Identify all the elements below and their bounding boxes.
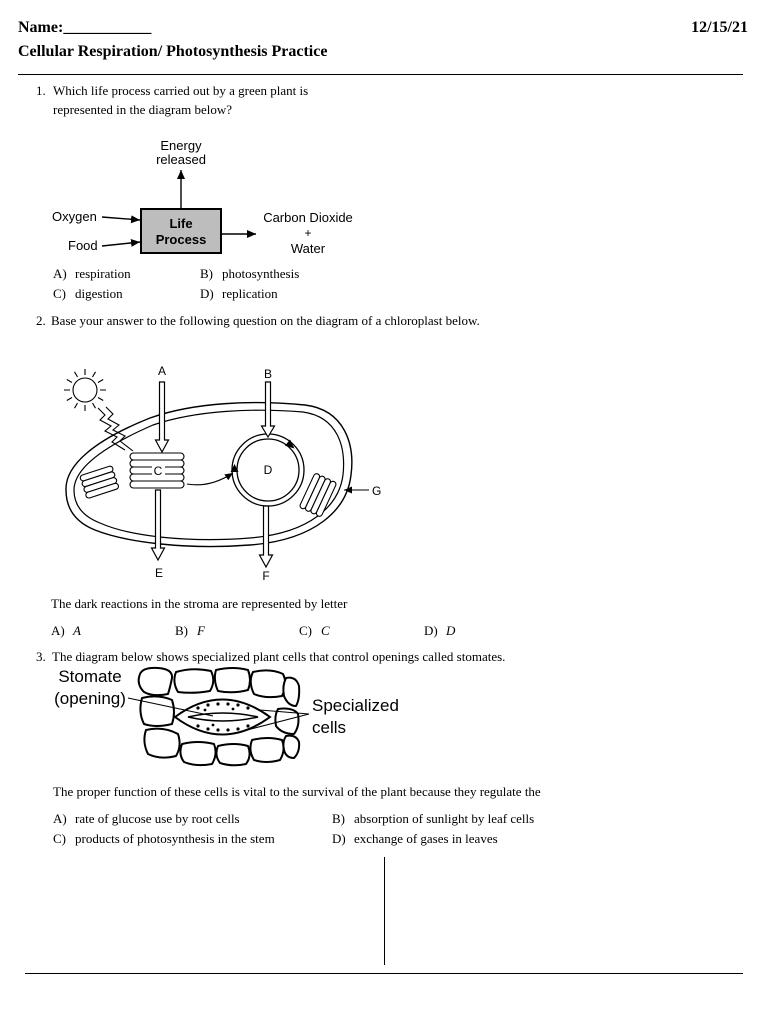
choice-letter: A) xyxy=(53,811,67,826)
choice-letter: C) xyxy=(299,623,312,638)
question-2-choice-b: B) F xyxy=(175,623,205,638)
granum-g xyxy=(299,473,337,517)
arrow-e xyxy=(150,489,166,562)
arrow-b xyxy=(260,381,276,439)
question-3-choice-b: B) absorption of sunlight by leaf cells xyxy=(332,811,534,826)
choice-text: D xyxy=(446,623,456,638)
question-2-number: 2. xyxy=(36,313,46,328)
label-d: D xyxy=(264,463,273,477)
choice-text: respiration xyxy=(75,266,131,281)
question-1-choice-c: C) digestion xyxy=(53,286,123,301)
cells-pointer-line xyxy=(259,709,310,715)
life-process-box xyxy=(140,208,222,254)
arrow-f xyxy=(258,505,274,569)
worksheet-date: 12/15/21 xyxy=(691,19,748,36)
choice-letter: D) xyxy=(332,831,346,846)
specialized-cells-label-line-2: cells xyxy=(312,718,346,737)
energy-label-line-1: Energy xyxy=(160,138,202,153)
cells-pointer-line xyxy=(246,713,310,731)
choice-letter: C) xyxy=(53,286,66,301)
choice-text: absorption of sunlight by leaf cells xyxy=(354,811,535,826)
column-divider xyxy=(384,857,385,965)
choice-text: digestion xyxy=(75,286,123,301)
chloroplast-inner-membrane xyxy=(73,409,345,541)
question-1-choice-b: B) photosynthesis xyxy=(200,266,299,281)
choice-text: C xyxy=(321,623,330,638)
label-c-background xyxy=(152,463,165,477)
question-1-number: 1. xyxy=(36,83,46,98)
choice-text: replication xyxy=(222,286,278,301)
label-a: A xyxy=(158,364,166,378)
cycle-circle-d xyxy=(230,433,305,507)
food-arrow xyxy=(101,238,141,247)
stomate-pore xyxy=(187,712,259,722)
oxygen-arrow xyxy=(101,215,141,224)
question-3-prompt: The diagram below shows specialized plan… xyxy=(52,649,506,664)
question-1-choice-d: D) replication xyxy=(200,286,278,301)
question-2-choice-c: C) C xyxy=(299,623,330,638)
life-process-diagram: Energy released Life Process Oxygen Food… xyxy=(52,138,353,256)
life-process-label-line-1: Life xyxy=(169,216,192,231)
sun-icon xyxy=(64,369,106,411)
choice-letter: B) xyxy=(200,266,213,281)
question-2-choice-d: D) D xyxy=(424,623,455,638)
label-b: B xyxy=(264,367,272,381)
light-ray xyxy=(97,407,126,451)
choice-letter: D) xyxy=(200,286,214,301)
output-label-plus: + xyxy=(304,226,311,240)
name-field-label: Name:___________ xyxy=(18,19,152,36)
label-c: C xyxy=(154,464,163,478)
choice-text: A xyxy=(73,623,81,638)
question-2-stem: The dark reactions in the stroma are rep… xyxy=(51,596,348,611)
stomate-label-line-2: (opening) xyxy=(54,689,126,708)
epidermal-cells xyxy=(137,666,301,767)
stomate-label-line-1: Stomate xyxy=(58,667,121,686)
label-f: F xyxy=(262,569,269,583)
question-3-stem: The proper function of these cells is vi… xyxy=(53,784,541,799)
question-3-choice-d: D) exchange of gases in leaves xyxy=(332,831,498,846)
question-3-choice-a: A) rate of glucose use by root cells xyxy=(53,811,240,826)
question-1-prompt-line-1: Which life process carried out by a gree… xyxy=(53,83,309,98)
question-2-prompt: Base your answer to the following questi… xyxy=(51,313,480,328)
question-1-prompt-line-2: represented in the diagram below? xyxy=(53,102,233,117)
header-divider xyxy=(18,74,743,75)
footer-divider xyxy=(25,973,743,974)
choice-text: F xyxy=(197,623,205,638)
question-3-choice-c: C) products of photosynthesis in the stem xyxy=(53,831,275,846)
question-2-choice-a: A) A xyxy=(51,623,81,638)
chloroplast-diagram: A B C D E F G xyxy=(64,364,381,583)
granum-left xyxy=(79,465,120,499)
choice-letter: B) xyxy=(332,811,345,826)
life-process-label-line-2: Process xyxy=(156,232,207,247)
guard-cells xyxy=(173,698,272,736)
food-input-label: Food xyxy=(68,238,98,253)
oxygen-input-label: Oxygen xyxy=(52,209,97,224)
question-1-choice-a: A) respiration xyxy=(53,266,131,281)
choice-letter: D) xyxy=(424,623,438,638)
choice-text: products of photosynthesis in the stem xyxy=(75,831,275,846)
stomate-diagram: Stomate (opening) Specialized cells xyxy=(54,666,399,767)
light-ray xyxy=(105,406,134,452)
choice-text: photosynthesis xyxy=(222,266,300,281)
choice-text: rate of glucose use by root cells xyxy=(75,811,240,826)
energy-label-line-2: released xyxy=(156,152,206,167)
granum-to-cycle-arrow xyxy=(186,472,234,486)
arrow-a xyxy=(154,381,170,454)
worksheet-title: Cellular Respiration/ Photosynthesis Pra… xyxy=(18,43,328,60)
choice-letter: A) xyxy=(51,623,65,638)
stomate-pointer-line xyxy=(127,697,214,717)
choice-letter: A) xyxy=(53,266,67,281)
choice-text: exchange of gases in leaves xyxy=(354,831,498,846)
label-g: G xyxy=(372,484,381,498)
question-3-number: 3. xyxy=(36,649,46,664)
label-e: E xyxy=(155,566,163,580)
choice-letter: C) xyxy=(53,831,66,846)
choice-letter: B) xyxy=(175,623,188,638)
output-label-water: Water xyxy=(291,241,326,256)
output-label-carbon-dioxide: Carbon Dioxide xyxy=(263,210,353,225)
specialized-cells-label-line-1: Specialized xyxy=(312,696,399,715)
